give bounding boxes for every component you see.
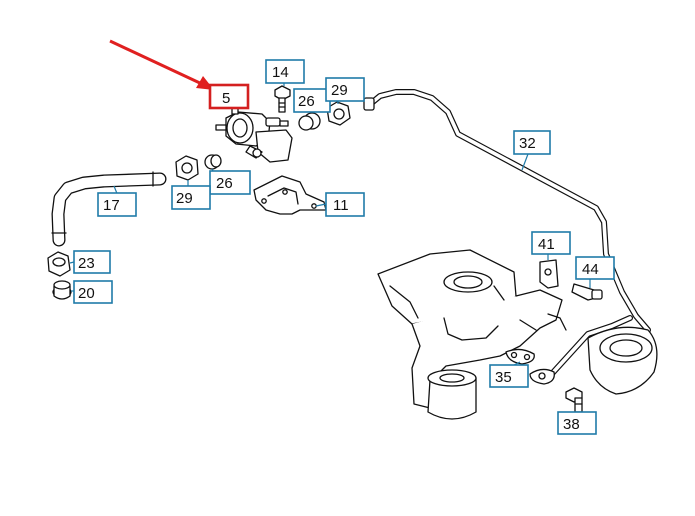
callout-41[interactable]: 41 <box>531 231 571 255</box>
callout-14[interactable]: 14 <box>265 59 305 84</box>
callout-32-label: 32 <box>519 135 536 152</box>
part-5-valve <box>215 107 293 163</box>
callout-5[interactable]: 5 <box>208 83 250 110</box>
part-41-clip <box>539 259 559 289</box>
callout-44[interactable]: 44 <box>575 256 615 280</box>
pointer-arrow <box>109 39 214 90</box>
callout-35[interactable]: 35 <box>489 364 529 388</box>
part-29-nut-lower <box>175 155 199 181</box>
callout-14-label: 14 <box>272 64 289 81</box>
callout-38-label: 38 <box>563 416 580 433</box>
part-44-screw <box>571 283 603 301</box>
part-32-vacuum-line <box>363 89 651 381</box>
callout-leaders <box>69 83 591 367</box>
callout-23[interactable]: 23 <box>73 250 111 274</box>
callout-26-upper[interactable]: 26 <box>293 88 331 113</box>
part-26-bushing-lower <box>204 154 222 170</box>
callout-26-upper-label: 26 <box>298 93 315 110</box>
part-26-bushing-upper <box>298 112 321 131</box>
callout-20-label: 20 <box>78 285 95 302</box>
callout-17[interactable]: 17 <box>97 192 137 217</box>
part-11-bracket <box>253 175 327 215</box>
callout-5-label: 5 <box>222 90 230 107</box>
part-29-nut-upper <box>326 101 351 126</box>
part-14-bolt <box>274 85 291 113</box>
callout-32[interactable]: 32 <box>513 130 551 155</box>
callout-29-upper[interactable]: 29 <box>325 77 365 102</box>
part-38-screw <box>565 387 583 413</box>
callout-26-lower-label: 26 <box>216 175 233 192</box>
intake-manifold <box>377 249 658 420</box>
callout-23-label: 23 <box>78 255 95 272</box>
callout-17-label: 17 <box>103 197 120 214</box>
part-35-gasket <box>505 348 555 385</box>
callout-44-label: 44 <box>582 261 599 278</box>
callout-35-label: 35 <box>495 369 512 386</box>
callout-11-label: 11 <box>333 197 349 214</box>
callout-29-upper-label: 29 <box>331 82 348 99</box>
callout-38[interactable]: 38 <box>557 411 597 435</box>
part-17-hose <box>51 171 167 247</box>
callout-29-lower-label: 29 <box>176 190 193 207</box>
callout-11[interactable]: 11 <box>325 192 365 217</box>
callout-20[interactable]: 20 <box>73 280 113 304</box>
callout-29-lower[interactable]: 29 <box>171 185 211 210</box>
part-20-cap <box>52 280 72 300</box>
callout-41-label: 41 <box>538 236 555 253</box>
callout-26-lower[interactable]: 26 <box>209 170 251 195</box>
part-23-nut <box>47 251 71 277</box>
